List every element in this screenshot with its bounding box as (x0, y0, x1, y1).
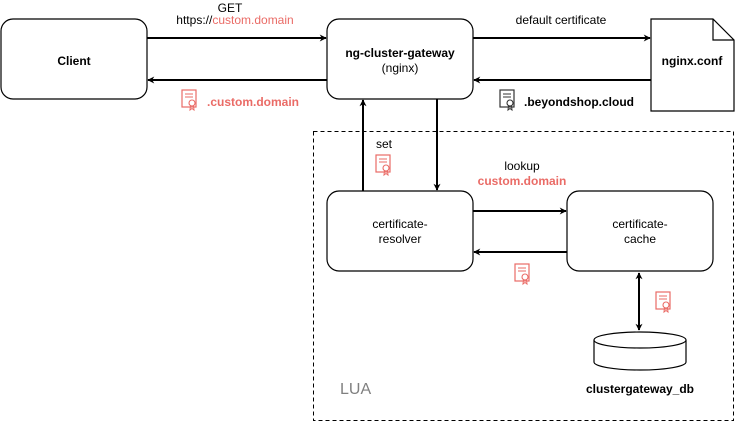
set-label: set (376, 137, 393, 151)
nginx-conf-node[interactable]: nginx.conf (650, 18, 735, 112)
gateway-node[interactable]: ng-cluster-gateway (nginx) (326, 18, 474, 100)
cache-line1: certificate- (612, 217, 667, 231)
client-return-domain: .custom.domain (207, 95, 299, 109)
nginx-conf-label: nginx.conf (662, 54, 724, 68)
default-cert-label: default certificate (516, 13, 607, 27)
db-label: clustergateway_db (586, 382, 694, 396)
get-url-domain: custom.domain (212, 13, 293, 27)
client-label: Client (57, 54, 90, 68)
resolver-line2: resolver (379, 232, 422, 246)
get-method-label: GET (218, 1, 243, 15)
resolver-node[interactable]: certificate- resolver (326, 190, 474, 272)
resolver-line1: certificate- (372, 217, 427, 231)
client-return-certificate-icon (181, 89, 197, 111)
get-url-label: https://custom.domain (176, 13, 293, 27)
set-certificate-icon (375, 154, 391, 176)
nginx-return-certificate-icon (499, 89, 515, 111)
lookup-domain: custom.domain (478, 174, 567, 188)
get-url-prefix: https:// (176, 13, 213, 27)
client-node[interactable]: Client (0, 18, 148, 100)
lookup-label: lookup (504, 159, 540, 173)
lua-region-label: LUA (340, 381, 371, 398)
cache-line2: cache (624, 232, 656, 246)
lua-region (313, 131, 734, 421)
db-link-certificate-icon (655, 291, 671, 313)
cache-return-certificate-icon (514, 263, 530, 285)
nginx-return-domain: .beyondshop.cloud (524, 95, 634, 109)
gateway-title: ng-cluster-gateway (345, 46, 455, 60)
cache-node[interactable]: certificate- cache (566, 190, 714, 272)
db-node[interactable]: clustergateway_db (586, 331, 694, 396)
gateway-subtitle: (nginx) (382, 61, 419, 75)
